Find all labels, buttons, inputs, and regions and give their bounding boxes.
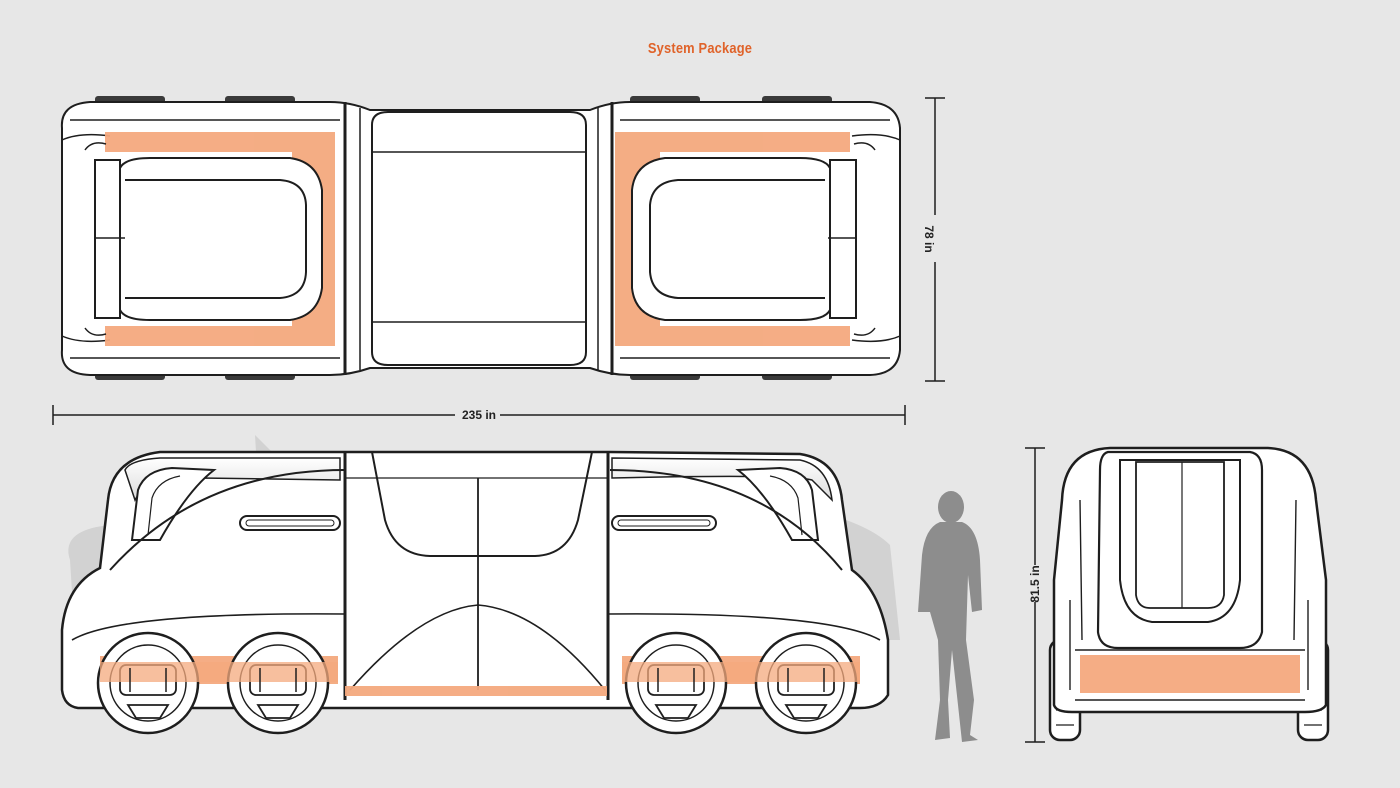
wheel-front-1 — [96, 631, 200, 735]
side-view-left-lightbar — [239, 515, 341, 531]
rear-view — [1048, 446, 1330, 742]
width-dimension-label: 78 in — [922, 225, 936, 252]
top-view — [60, 96, 901, 380]
side-view — [60, 435, 901, 735]
side-view-right-lightbar — [611, 515, 717, 531]
height-dimension-label: 81.5 in — [1028, 565, 1042, 602]
top-view-left-canopy — [94, 159, 121, 319]
height-dimension — [1025, 447, 1045, 743]
length-dimension-label: 235 in — [462, 408, 496, 422]
human-silhouette — [918, 491, 982, 742]
wheel-rear-1 — [624, 631, 728, 735]
side-view-right-window — [735, 466, 820, 541]
sheet-title: System Package — [647, 40, 753, 57]
wheel-front-2 — [226, 631, 330, 735]
rear-view-package — [1080, 655, 1300, 693]
top-view-center-roof — [371, 111, 587, 366]
side-view-left-window — [130, 466, 217, 541]
side-view-center-door — [371, 451, 593, 557]
length-dimension — [52, 405, 906, 425]
side-view-wheels — [96, 631, 858, 735]
width-dimension — [925, 97, 945, 382]
wheel-rear-2 — [754, 631, 858, 735]
